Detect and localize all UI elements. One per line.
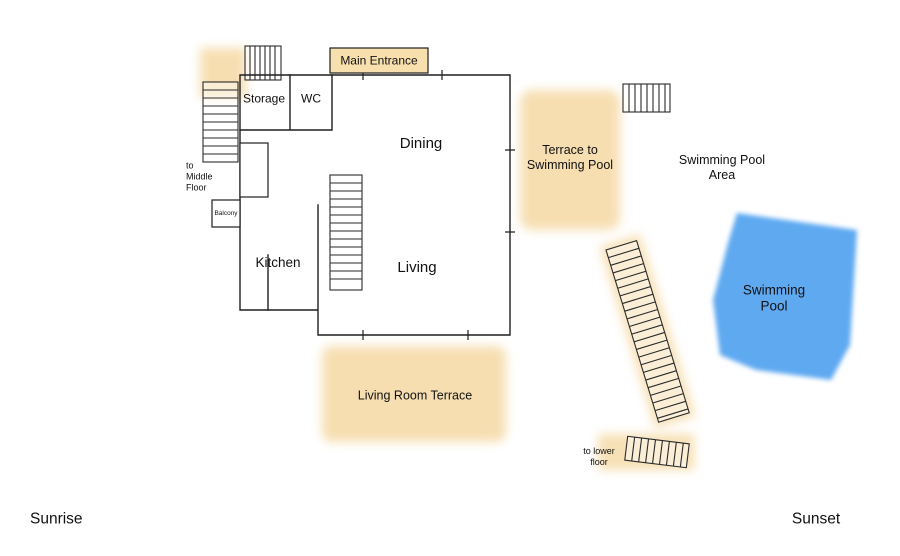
sunset-label: Sunset (791, 510, 841, 528)
balcony-box (211, 199, 241, 228)
stairs-interior (329, 174, 363, 291)
stairs-lower-bottom (624, 435, 690, 469)
swimming-pool-line2: Pool (760, 299, 788, 314)
to-lower-floor-line2: floor (590, 457, 608, 467)
wc-label: WC (301, 91, 321, 106)
balcony-label: Balcony (214, 210, 238, 218)
swimming-pool-label: Swimming Pool (743, 283, 805, 316)
kitchen-label: Kitchen (255, 254, 301, 270)
wall-ticks (362, 70, 515, 340)
lower-floor-landing-area (598, 434, 694, 470)
terrace-to-pool-line1: Terrace to (542, 142, 598, 157)
dining-label: Dining (399, 134, 443, 152)
main-entrance-box (329, 47, 429, 74)
stairs-to-middle-floor (202, 81, 239, 163)
sunrise-label: Sunrise (30, 510, 83, 528)
swimming-pool-shape (713, 213, 857, 380)
stairs-top-right (622, 83, 671, 113)
to-lower-floor-line1: to lower (583, 446, 615, 457)
swimming-pool-line1: Swimming (742, 282, 806, 298)
main-entrance-label: Main Entrance (340, 53, 418, 68)
house-outer-walls (239, 74, 511, 336)
storage-label: Storage (242, 91, 286, 106)
to-middle-floor-line3: Floor (186, 182, 207, 193)
lower-stairs-landing-area (599, 234, 696, 429)
to-middle-floor-line1: to (186, 160, 194, 171)
terrace-to-pool-line2: Swimming Pool (526, 158, 614, 172)
stairs-to-lower-floor (605, 239, 690, 423)
storage-wc-walls (239, 74, 333, 131)
terrace-to-pool-area (520, 90, 620, 230)
living-label: Living (397, 258, 437, 276)
terrace-to-pool-label: Terrace to Swimming Pool (527, 143, 613, 174)
stair-landing-closet (239, 142, 269, 198)
swimming-pool-area-line2: Area (708, 168, 736, 182)
to-lower-floor-label: to lower floor (583, 446, 615, 468)
living-room-terrace-area (322, 346, 506, 442)
swimming-pool-area-label: Swimming Pool Area (679, 153, 765, 184)
to-middle-floor-label: to Middle Floor (186, 161, 213, 194)
swimming-pool-area-line1: Swimming Pool (678, 152, 766, 167)
to-middle-floor-line2: Middle (186, 171, 213, 182)
living-room-terrace-label: Living Room Terrace (357, 388, 473, 403)
